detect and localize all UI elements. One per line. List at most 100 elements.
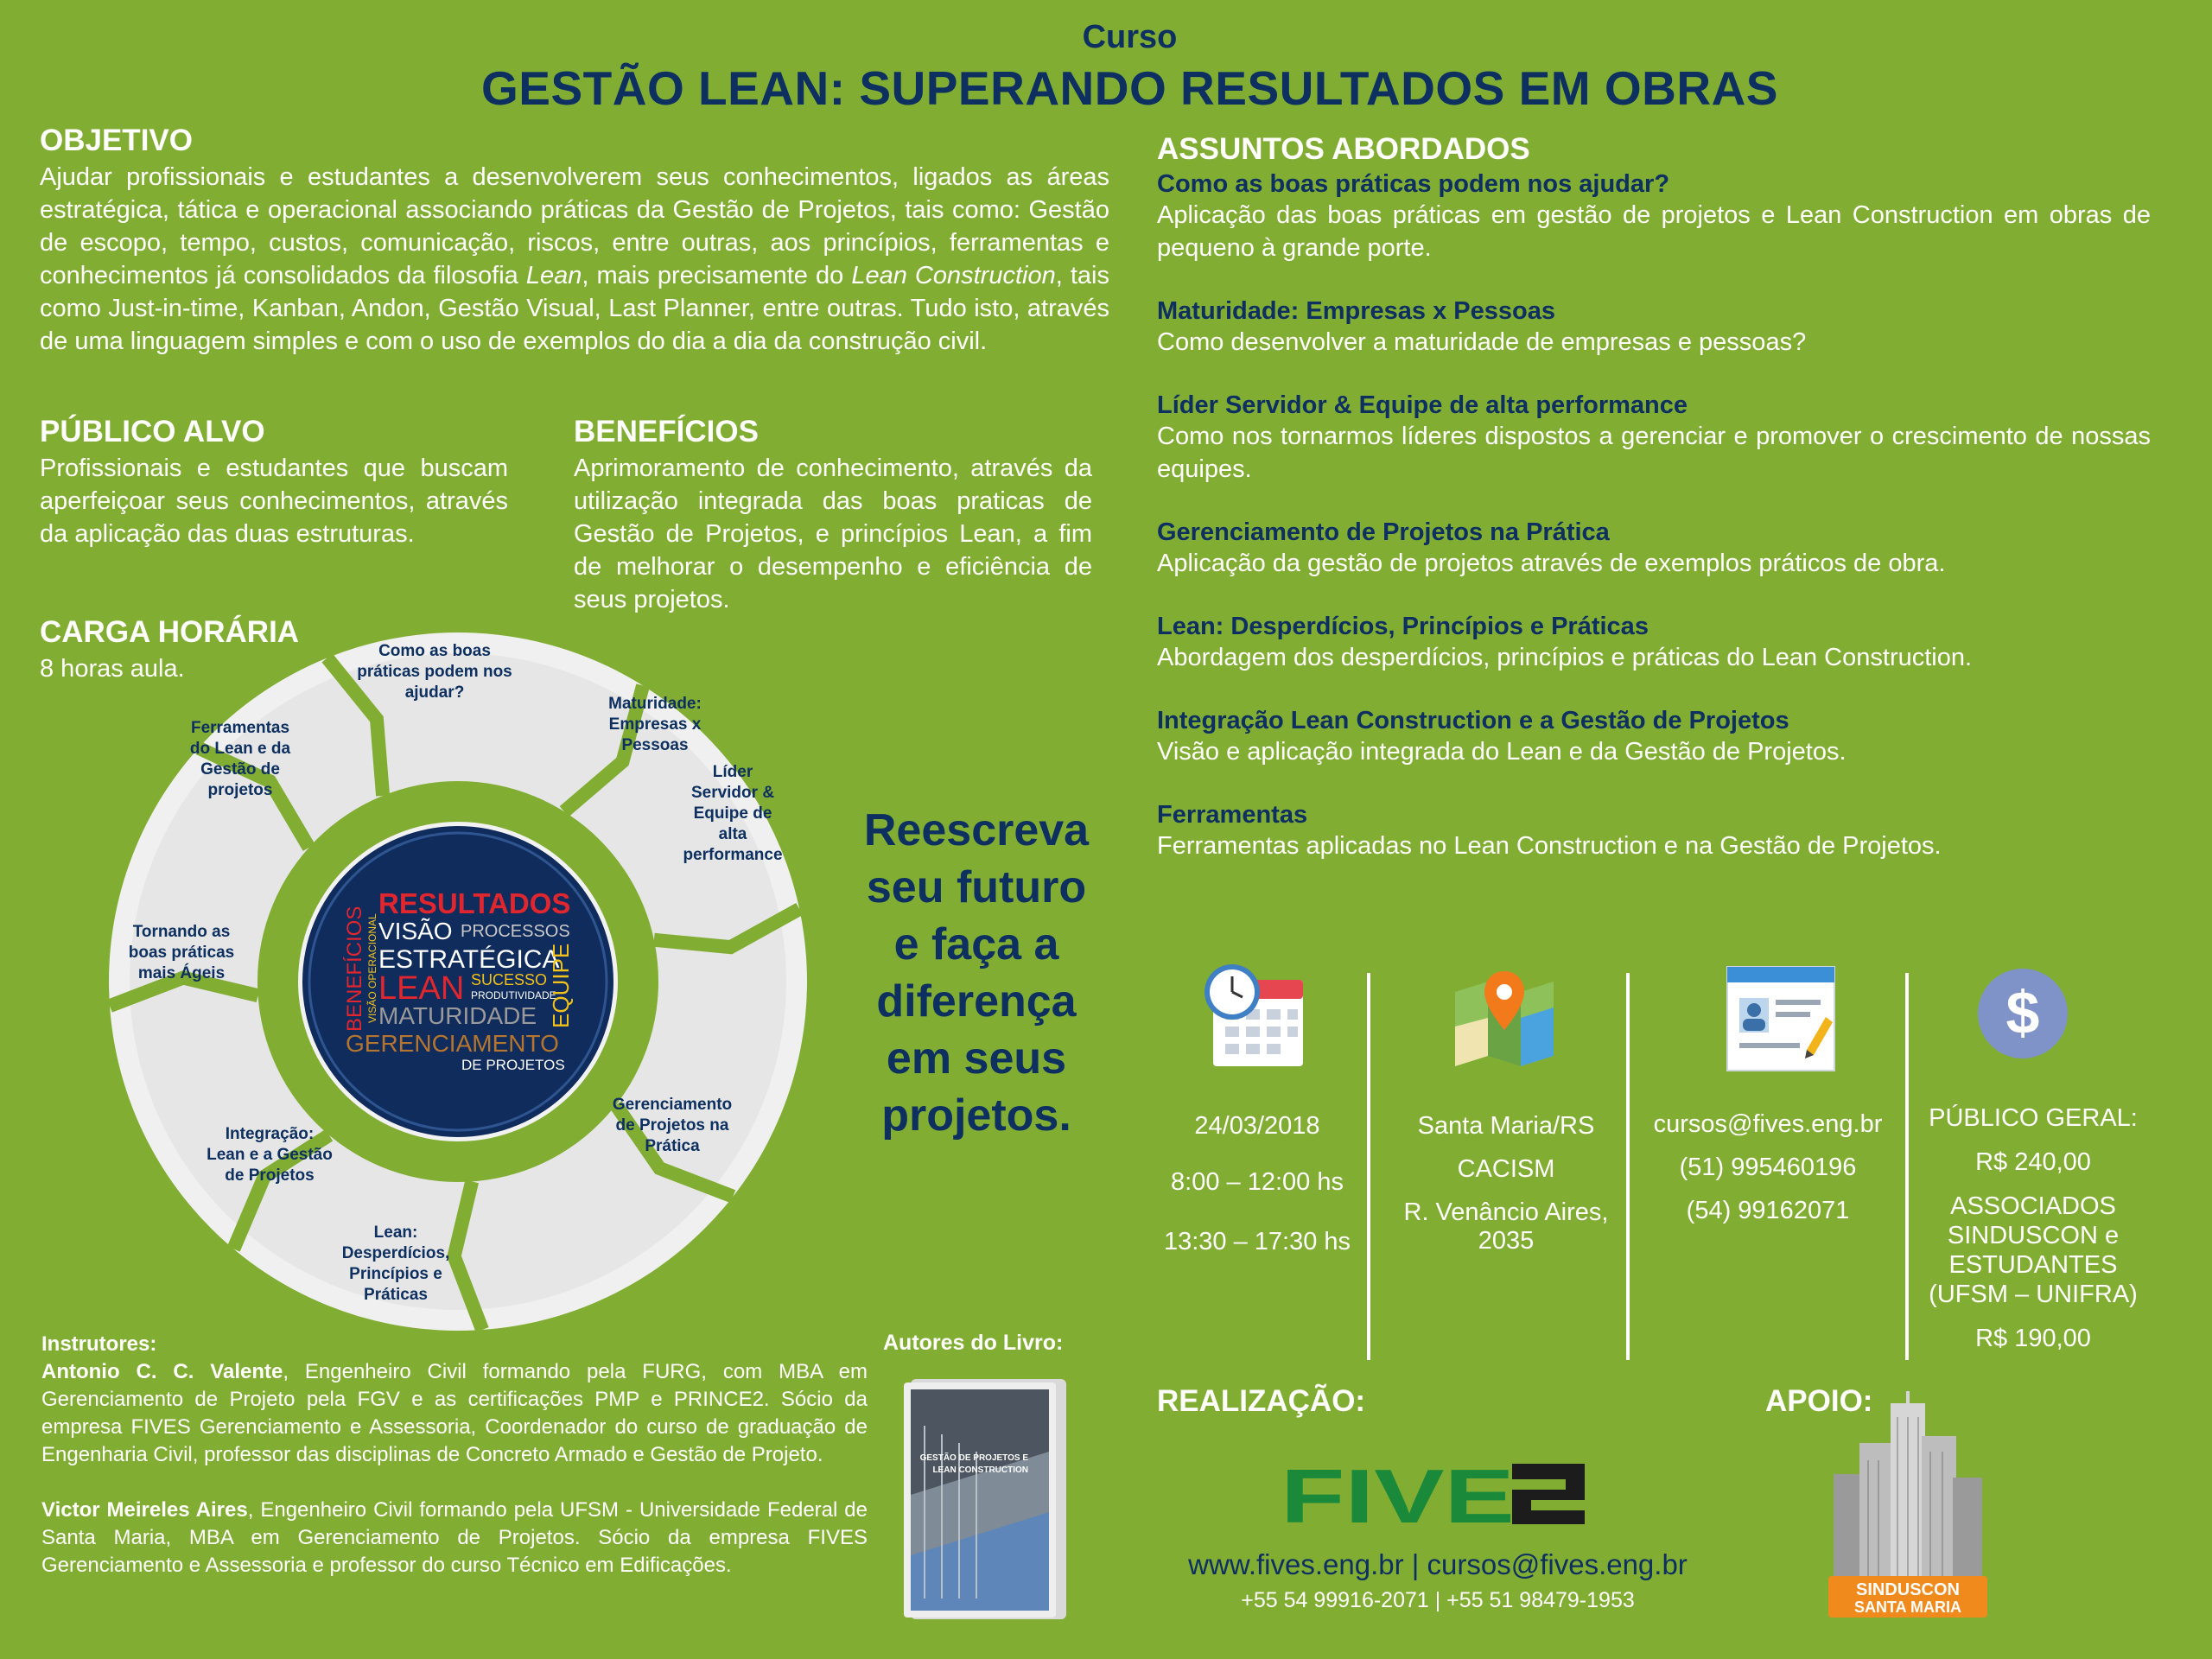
- price-assoc-label-3: ESTUDANTES: [1948, 1251, 2118, 1279]
- info-divider: [1905, 973, 1909, 1360]
- cloud-processos: PROCESSOS: [461, 922, 570, 941]
- event-date: 24/03/2018: [1194, 1112, 1320, 1140]
- course-title: GESTÃO LEAN: SUPERANDO RESULTADOS EM OBR…: [481, 61, 1778, 115]
- topic-item: Maturidade: Empresas x Pessoas Como dese…: [1157, 297, 2151, 359]
- info-divider: [1367, 973, 1370, 1360]
- topic-desc: Aplicação da gestão de projetos através …: [1157, 550, 1946, 577]
- contact-card-icon: [1726, 966, 1835, 1071]
- event-venue: CACISM: [1457, 1155, 1555, 1183]
- apoio-label: APOIO:: [1765, 1384, 1873, 1418]
- info-location: Santa Maria/RS CACISM R. Venâncio Aires,…: [1382, 1112, 1630, 1255]
- price-assoc-label-2: SINDUSCON e: [1947, 1222, 2120, 1249]
- book-title-label: Autores do Livro:: [883, 1331, 1064, 1355]
- svg-text:$: $: [2006, 979, 2040, 1046]
- topic-desc: Como desenvolver a maturidade de empresa…: [1157, 328, 1807, 356]
- topic-item: Como as boas práticas podem nos ajudar? …: [1157, 170, 2151, 264]
- sinduscon-logo: SINDUSCON SANTA MARIA: [1828, 1391, 1987, 1618]
- topic-item: Integração Lean Construction e a Gestão …: [1157, 707, 2151, 768]
- wheel-divider: [447, 1179, 489, 1332]
- cloud-maturidade: MATURIDADE: [378, 1002, 537, 1029]
- publico-text: Profissionais e estudantes que buscam ap…: [40, 454, 508, 548]
- fives-phones: +55 54 99916-2071 | +55 51 98479-1953: [1241, 1588, 1635, 1612]
- contact-email: cursos@fives.eng.br: [1653, 1110, 1883, 1138]
- price-assoc-label-4: (UFSM – UNIFRA): [1929, 1281, 2138, 1308]
- slogan-line: em seus: [886, 1033, 1067, 1084]
- topic-title: Maturidade: Empresas x Pessoas: [1157, 297, 1555, 325]
- assuntos-list: Como as boas práticas podem nos ajudar? …: [1157, 170, 2151, 862]
- course-label: Curso: [1082, 19, 1178, 55]
- slogan-line: e faça a: [893, 919, 1059, 969]
- instructor-2: Victor Meireles Aires, Engenheiro Civil …: [41, 1498, 868, 1577]
- info-date-time: 24/03/2018 8:00 – 12:00 hs 13:30 – 17:30…: [1149, 1112, 1365, 1256]
- topic-desc: Como nos tornarmos líderes dispostos a g…: [1157, 423, 2151, 483]
- beneficios-text: Aprimoramento de conhecimento, através d…: [574, 454, 1092, 613]
- event-number: 2035: [1478, 1227, 1535, 1255]
- calendar-clock-icon: [1205, 964, 1303, 1066]
- sinduscon-logo-text-2: SANTA MARIA: [1854, 1599, 1961, 1616]
- price-assoc-label-1: ASSOCIADOS: [1950, 1192, 2116, 1220]
- beneficios-title: BENEFÍCIOS: [574, 415, 759, 448]
- event-time-afternoon: 13:30 – 17:30 hs: [1163, 1228, 1351, 1255]
- wheel-divider: [559, 683, 650, 817]
- instrutores: Instrutores: Antonio C. C. Valente, Enge…: [41, 1331, 868, 1580]
- cloud-sucesso: SUCESSO: [471, 971, 547, 988]
- cloud-resultados: RESULTADOS: [378, 887, 570, 919]
- instructor-1: Antonio C. C. Valente, Engenheiro Civil …: [41, 1360, 868, 1466]
- topic-desc: Aplicação das boas práticas em gestão de…: [1157, 201, 2151, 262]
- wheel-core: [302, 826, 613, 1137]
- cloud-gerenciamento: GERENCIAMENTO: [346, 1030, 559, 1057]
- wheel-divider: [321, 653, 391, 797]
- info-divider: [1626, 973, 1630, 1360]
- wheel-core-ring: [308, 831, 608, 1132]
- topic-title: Lean: Desperdícios, Princípios e Prática…: [1157, 613, 1649, 640]
- cloud-de-projetos: DE PROJETOS: [461, 1057, 565, 1073]
- event-time-morning: 8:00 – 12:00 hs: [1171, 1168, 1344, 1196]
- slogan-line: projetos.: [881, 1090, 1071, 1141]
- event-city: Santa Maria/RS: [1417, 1112, 1595, 1140]
- book-cover-image: GESTÃO DE PROJETOS E LEAN CONSTRUCTION: [904, 1379, 1066, 1619]
- book-cover-title-2: LEAN CONSTRUCTION: [932, 1465, 1028, 1475]
- slogan-line: Reescreva: [863, 805, 1090, 855]
- assuntos-title: ASSUNTOS ABORDADOS: [1157, 132, 1530, 166]
- cloud-equipe: EQUIPE: [548, 944, 574, 1028]
- price-general: R$ 240,00: [1975, 1148, 2091, 1176]
- contact-phone: (54) 99162071: [1686, 1197, 1850, 1224]
- cloud-beneficios: BENEFÍCIOS: [343, 906, 366, 1032]
- sinduscon-logo-text-1: SINDUSCON: [1856, 1580, 1960, 1599]
- book-cover-title-1: GESTÃO DE PROJETOS E: [920, 1452, 1029, 1463]
- fives-website: www.fives.eng.br | cursos@fives.eng.br: [1188, 1548, 1688, 1580]
- cloud-produtividade: PRODUTIVIDADE: [471, 989, 556, 1001]
- realizacao-label: REALIZAÇÃO:: [1157, 1384, 1366, 1418]
- cloud-visao-operacional: VISÃO OPERACIONAL: [366, 913, 378, 1023]
- topic-title: Ferramentas: [1157, 801, 1308, 829]
- topic-item: Lean: Desperdícios, Princípios e Prática…: [1157, 613, 2151, 674]
- instrutores-title: Instrutores:: [41, 1332, 157, 1356]
- objetivo-title: OBJETIVO: [40, 124, 193, 157]
- cloud-visao: VISÃO: [378, 918, 453, 944]
- wheel-divider: [226, 1128, 334, 1252]
- topic-desc: Abordagem dos desperdícios, princípios e…: [1157, 644, 1973, 671]
- topic-desc: Visão e aplicação integrada do Lean e da…: [1157, 738, 1847, 766]
- wheel-divider: [610, 1101, 736, 1204]
- event-street: R. Venâncio Aires,: [1403, 1198, 1609, 1226]
- price-general-label: PÚBLICO GERAL:: [1929, 1104, 2138, 1132]
- wheel-dividers: [107, 653, 804, 1332]
- fives-logo: FIVES: [1281, 1462, 1585, 1528]
- slogan-line: diferença: [876, 976, 1077, 1027]
- price-assoc: R$ 190,00: [1975, 1325, 2091, 1352]
- slogan: Reescreva seu futuro e faça a diferença …: [842, 802, 1110, 1144]
- topic-title: Líder Servidor & Equipe de alta performa…: [1157, 391, 1688, 419]
- map-pin-icon: [1455, 971, 1554, 1066]
- publico-title: PÚBLICO ALVO: [40, 415, 265, 448]
- topic-desc: Ferramentas aplicadas no Lean Constructi…: [1157, 832, 1942, 860]
- topic-item: Líder Servidor & Equipe de alta performa…: [1157, 391, 2151, 486]
- cloud-estrategica: ESTRATÉGICA: [378, 945, 559, 974]
